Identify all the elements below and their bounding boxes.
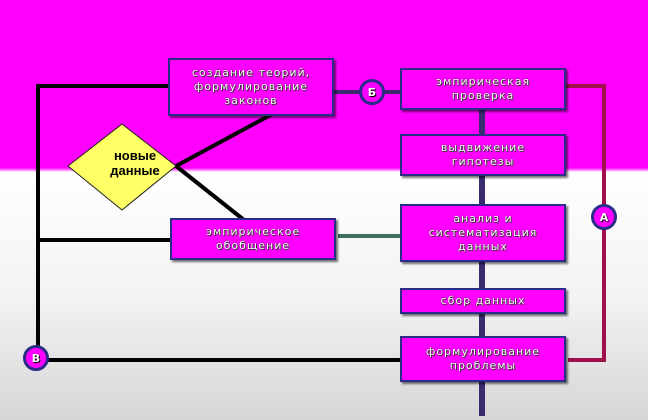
node-b: Б xyxy=(359,79,385,105)
connector-diamond-generalization xyxy=(174,164,246,222)
node-v: В xyxy=(23,345,49,371)
box-theory-creation: создание теорий, формулирование законов xyxy=(168,58,334,116)
box-hypothesis: выдвижение гипотезы xyxy=(400,134,566,176)
new-data-label: новые данные xyxy=(110,148,160,178)
box-empirical-generalization: эмпирическое обобщение xyxy=(170,218,336,260)
new-data-diamond xyxy=(67,123,177,211)
connector-left-loop xyxy=(36,84,168,360)
box-data-analysis: анализ и систематизация данных xyxy=(400,204,566,262)
box-empirical-check: эмпирическая проверка xyxy=(400,68,566,110)
box-problem-formulation: формулирование проблемы xyxy=(400,336,566,382)
node-a: А xyxy=(591,204,617,230)
connector-diamond-theory xyxy=(175,110,277,168)
box-data-collection: сбор данных xyxy=(400,288,566,314)
